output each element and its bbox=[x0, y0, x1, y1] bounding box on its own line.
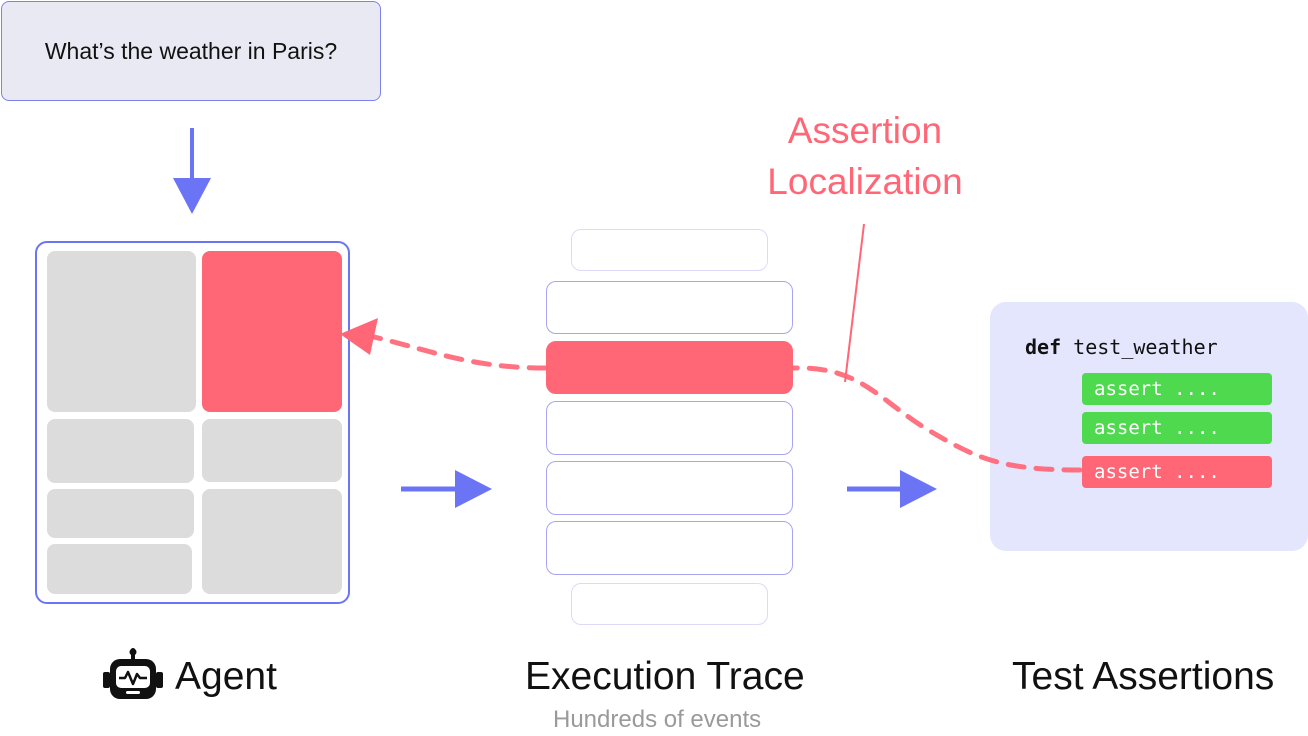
trace-event bbox=[571, 583, 768, 625]
assertion-localization-label: Assertion Localization bbox=[767, 110, 963, 202]
assert-line-fail: assert .... bbox=[1082, 456, 1272, 488]
test-assertions-caption: Test Assertions bbox=[1012, 655, 1275, 698]
trace-event bbox=[546, 281, 793, 334]
agent-panel bbox=[202, 489, 342, 594]
test-function-signature: def test_weather bbox=[1025, 335, 1218, 359]
execution-trace-subcaption: Hundreds of events bbox=[553, 706, 762, 733]
trace-event bbox=[546, 521, 793, 575]
agent-panel bbox=[47, 489, 194, 538]
user-query-box: What’s the weather in Paris? bbox=[1, 1, 381, 101]
trace-event-localized bbox=[546, 341, 793, 394]
callout-pointer bbox=[844, 223, 865, 383]
agent-panel bbox=[202, 419, 342, 482]
assert-line-pass: assert .... bbox=[1082, 373, 1272, 405]
agent-panel bbox=[47, 544, 192, 594]
agent-panel bbox=[47, 251, 196, 412]
robot-icon bbox=[103, 648, 163, 699]
assert-line-pass: assert .... bbox=[1082, 412, 1272, 444]
user-query-text: What’s the weather in Paris? bbox=[44, 37, 338, 64]
arrow-down-icon bbox=[173, 128, 211, 214]
arrow-right-icon bbox=[401, 470, 492, 508]
agent-ui-frame bbox=[35, 241, 350, 604]
agent-caption: Agent bbox=[175, 655, 277, 698]
arrow-right-icon bbox=[847, 470, 937, 508]
agent-panel-localized bbox=[202, 251, 342, 412]
trace-event bbox=[571, 229, 768, 271]
execution-trace-caption: Execution Trace bbox=[525, 655, 805, 698]
trace-event bbox=[546, 461, 793, 515]
trace-event bbox=[546, 401, 793, 455]
agent-panel bbox=[47, 419, 194, 483]
code-keyword: def bbox=[1025, 335, 1062, 359]
test-function-name: test_weather bbox=[1073, 335, 1218, 359]
